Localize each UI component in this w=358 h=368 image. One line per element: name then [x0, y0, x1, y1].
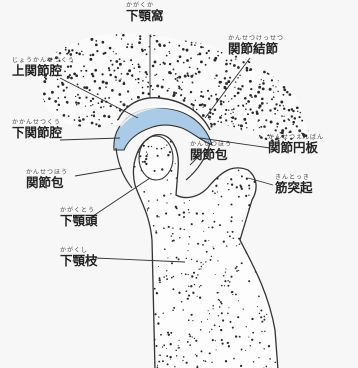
- text-mandibular-head: 下顎頭: [60, 213, 98, 228]
- text-articular-disc: 関節円板: [268, 140, 318, 155]
- text-mandibular-ramus: 下顎枝: [60, 253, 98, 268]
- label-mandibular-head: かがくとう 下顎頭: [60, 208, 98, 228]
- text-joint-capsule-right: 関節包: [190, 147, 228, 162]
- label-upper-joint-cavity: じょうかんせつくう 上関節腔: [12, 58, 75, 78]
- capsule-left-wall: [116, 148, 132, 188]
- text-upper-joint-cavity: 上関節腔: [12, 63, 62, 78]
- text-joint-capsule-left: 関節包: [26, 175, 64, 190]
- label-coronoid-process: きんとっき 筋突起: [275, 175, 313, 195]
- text-coronoid-process: 筋突起: [275, 180, 313, 195]
- mandible-outline: [134, 135, 278, 368]
- label-joint-capsule-left: かんせつほう 関節包: [26, 170, 68, 190]
- text-mandibular-fossa: 下顎窩: [126, 8, 164, 23]
- label-lower-joint-cavity: かかんせつくう 下関節腔: [12, 120, 62, 140]
- label-joint-tubercle: かんせつけっせつ 関節結節: [228, 36, 284, 56]
- label-articular-disc: かんせつえんばん 関節円板: [268, 135, 324, 155]
- text-joint-tubercle: 関節結節: [228, 41, 278, 56]
- text-lower-joint-cavity: 下関節腔: [12, 125, 62, 140]
- label-mandibular-fossa: かがくか 下顎窩: [126, 3, 164, 23]
- label-mandibular-ramus: かがくし 下顎枝: [60, 248, 98, 268]
- label-joint-capsule-right: かんせつほう 関節包: [190, 142, 232, 162]
